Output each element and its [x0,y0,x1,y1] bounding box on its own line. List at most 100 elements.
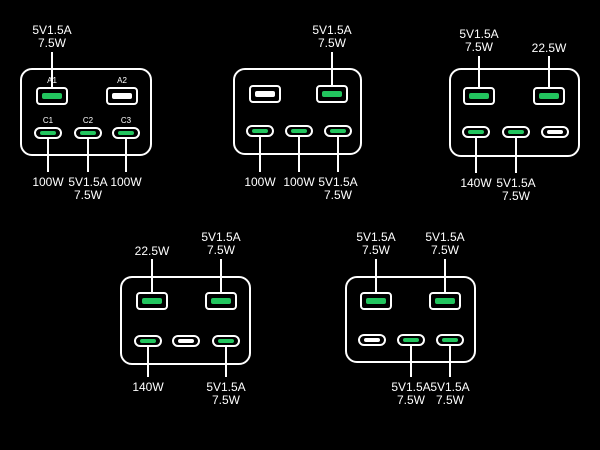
usb-a-port-a2-2[interactable] [316,85,348,103]
connector-line-c2-5 [410,346,412,377]
device-outline-3 [449,68,580,157]
power-label-line: 7.5W [396,393,425,407]
usb-a-port-a1-3[interactable] [463,87,495,105]
connector-line-a1-3 [478,56,480,87]
power-label-line: 5V1.5A [206,380,246,394]
connector-line-c1-3 [475,138,477,173]
port-slot-inactive [112,93,132,99]
power-label-line: 7.5W [435,393,464,407]
connector-line-c3-1 [125,139,127,172]
power-label-line: 7.5W [37,36,66,50]
usb-c-port-c1-2[interactable] [246,125,274,137]
port-slot-active [468,130,484,134]
power-label-a1-4: 22.5W [135,245,170,258]
usb-c-port-c2-1[interactable] [74,127,102,139]
power-label-line: 100W [110,175,142,189]
port-slot-active [469,93,489,99]
port-slot-active [435,298,455,304]
usb-c-port-c1-5[interactable] [358,334,386,346]
port-slot-active [539,93,559,99]
usb-a-port-a1-5[interactable] [360,292,392,310]
port-slot-active [142,298,162,304]
device-outline-1 [20,68,152,156]
usb-c-port-c2-5[interactable] [397,334,425,346]
port-slot-active [218,339,234,343]
power-label-line: 5V1.5A [430,380,470,394]
usb-c-port-c1-3[interactable] [462,126,490,138]
usb-a-port-a1-2[interactable] [249,85,281,103]
power-label-c1-2: 100W [244,176,275,189]
connector-line-a2-2 [331,52,333,85]
power-label-c1-3: 140W [460,177,491,190]
usb-c-port-c2-4[interactable] [172,335,200,347]
power-label-line: 7.5W [323,188,352,202]
power-label-c3-1: 100W [110,176,141,189]
port-name-c1: C1 [42,116,54,125]
power-label-line: 5V1.5A [391,380,431,394]
usb-c-port-c3-3[interactable] [541,126,569,138]
usb-a-port-a1-1[interactable] [36,87,68,105]
connector-line-a2-5 [444,259,446,292]
connector-line-c2-1 [87,139,89,172]
power-label-line: 7.5W [73,188,102,202]
power-label-c2-2: 100W [283,176,314,189]
connector-line-a1-1 [51,52,53,87]
connector-line-c2-3 [515,138,517,173]
power-label-line: 140W [460,176,492,190]
power-label-line: 5V1.5A [32,23,72,37]
usb-a-port-a2-1[interactable] [106,87,138,105]
port-slot-active [211,298,231,304]
power-label-line: 7.5W [430,243,459,257]
power-label-line: 22.5W [531,41,567,55]
usb-c-port-c2-2[interactable] [285,125,313,137]
port-slot-active [403,338,419,342]
connector-line-c1-2 [259,137,261,172]
usb-c-port-c1-1[interactable] [34,127,62,139]
power-label-line: 7.5W [464,40,493,54]
power-label-line: 22.5W [134,244,170,258]
port-slot-active [42,93,62,99]
power-label-line: 5V1.5A [356,230,396,244]
power-label-line: 100W [283,175,315,189]
power-label-line: 7.5W [317,36,346,50]
power-label-c1-1: 100W [32,176,63,189]
port-slot-inactive [255,91,275,97]
usb-a-port-a2-3[interactable] [533,87,565,105]
connector-line-c1-1 [47,139,49,172]
usb-c-port-c3-5[interactable] [436,334,464,346]
port-slot-active [322,91,342,97]
power-label-line: 5V1.5A [312,23,352,37]
port-name-a2: A2 [117,76,127,85]
usb-c-port-c3-4[interactable] [212,335,240,347]
connector-line-a2-3 [548,56,550,87]
power-label-line: 5V1.5A [496,176,536,190]
connector-line-a1-4 [151,259,153,292]
usb-c-port-c3-2[interactable] [324,125,352,137]
usb-a-port-a1-4[interactable] [136,292,168,310]
port-slot-active [330,129,346,133]
port-slot-inactive [178,339,194,343]
power-label-line: 100W [244,175,276,189]
usb-a-port-a2-5[interactable] [429,292,461,310]
power-label-line: 5V1.5A [318,175,358,189]
port-slot-inactive [547,130,563,134]
usb-a-port-a2-4[interactable] [205,292,237,310]
usb-c-port-c3-1[interactable] [112,127,140,139]
usb-c-port-c2-3[interactable] [502,126,530,138]
port-slot-active [252,129,268,133]
port-name-c2: C2 [82,116,94,125]
power-label-line: 7.5W [211,393,240,407]
port-slot-active [442,338,458,342]
usb-c-port-c1-4[interactable] [134,335,162,347]
port-slot-active [140,339,156,343]
